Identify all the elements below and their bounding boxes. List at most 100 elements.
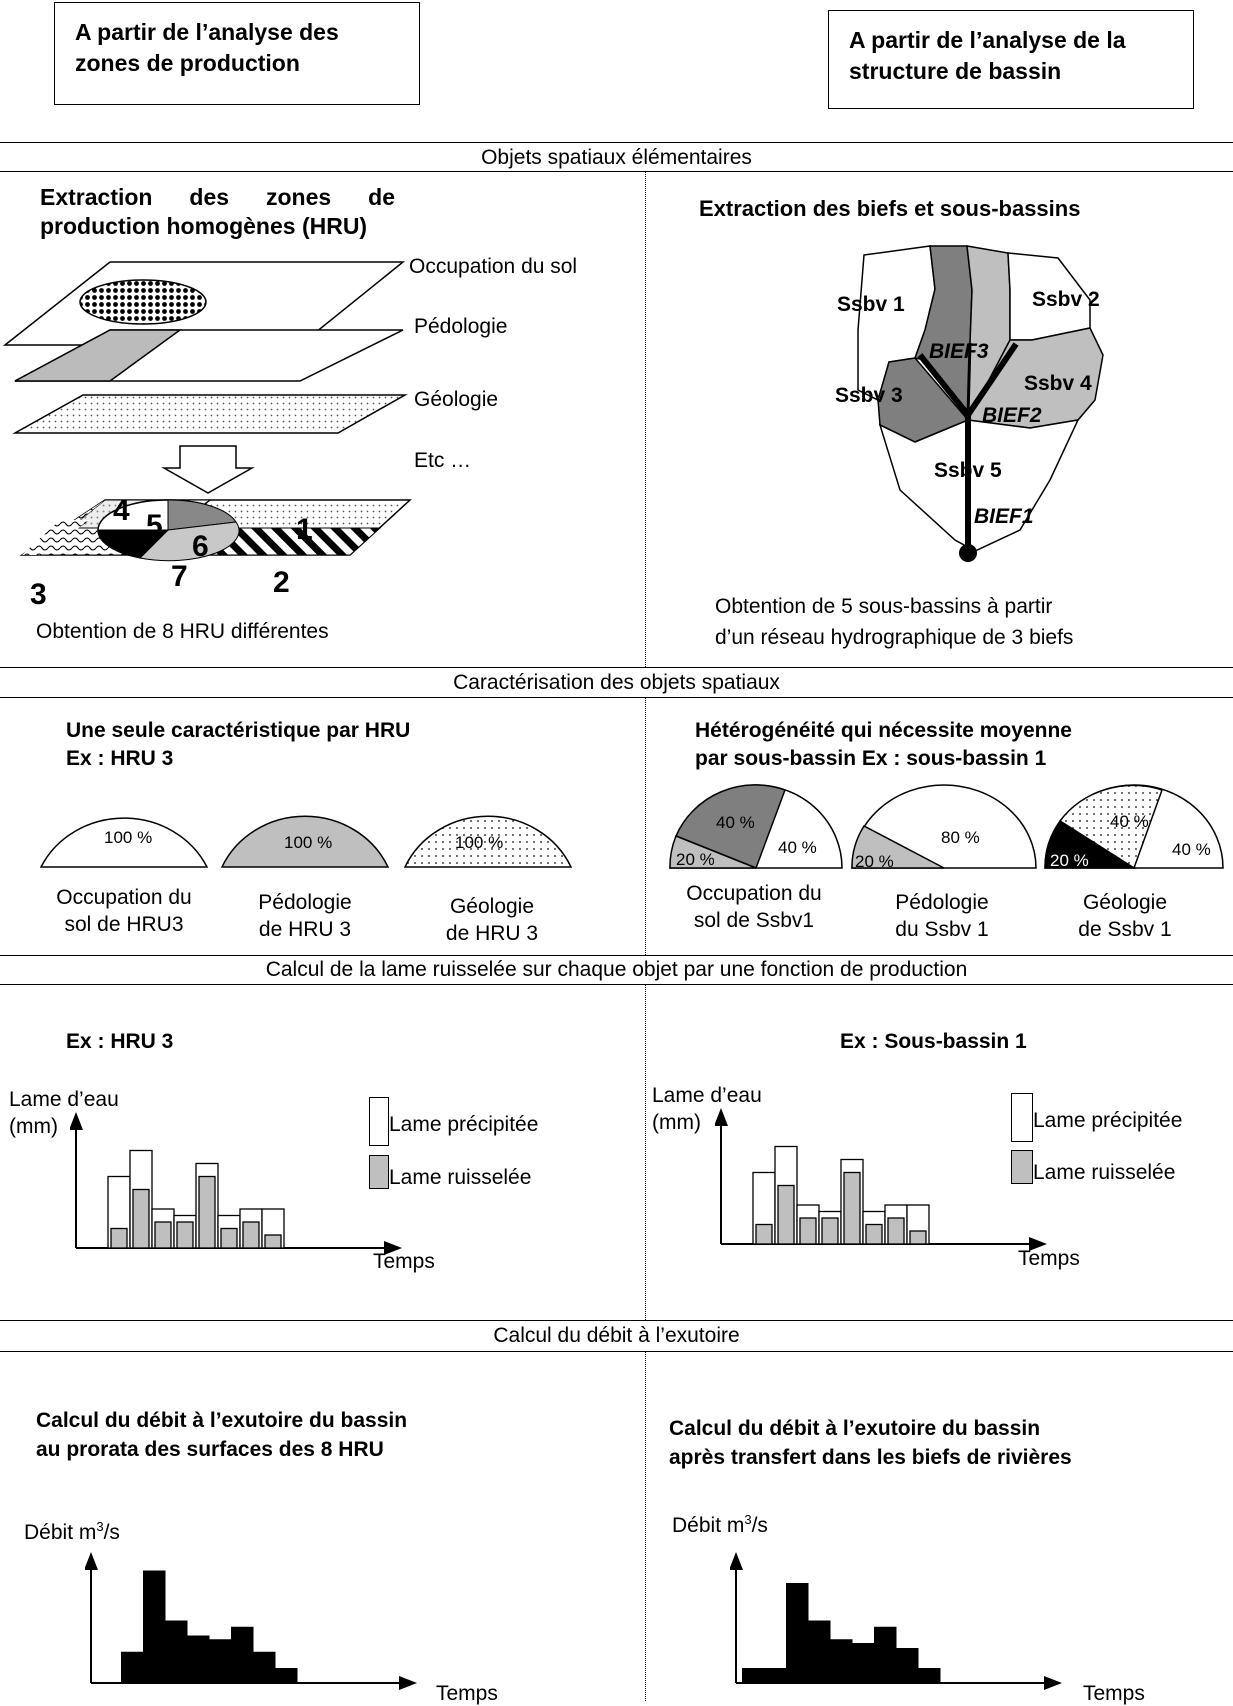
bar-ruisselee [132, 1188, 150, 1249]
bar-ruisselee [843, 1171, 861, 1245]
column-separator [645, 172, 646, 667]
bar-ruisselee [220, 1227, 238, 1249]
ssbv-label: Ssbv 5 [934, 459, 1002, 482]
bar-debit [121, 1651, 144, 1683]
hru-title-line1: Extraction des zones de [40, 184, 395, 210]
lame-right-ylabel: Lame d’eau (mm) [652, 1082, 762, 1136]
ssbv5-region [878, 419, 1080, 552]
bar-debit [786, 1583, 809, 1683]
carac-bassin-title: Hétérogénéité qui nécessite moyenne par … [695, 717, 1072, 773]
ylabel-unit: /s [103, 1521, 120, 1544]
pie-value: 80 % [941, 828, 980, 847]
pie-label-line: Occupation du [686, 882, 822, 905]
carac-bassin-title-line2: par sous-bassin Ex : sous-bassin 1 [695, 747, 1047, 770]
pie-label-line: du Ssbv 1 [895, 918, 989, 941]
header-left-text: A partir de l’analyse des zones de produ… [75, 19, 339, 76]
pie-label: Géologie de Ssbv 1 [1050, 889, 1200, 943]
pie-value: 20 % [676, 850, 715, 869]
pie-geologie-hru3 [403, 815, 573, 868]
hru-number: 7 [171, 560, 188, 593]
bar-debit [275, 1668, 298, 1683]
bar-debit [896, 1648, 919, 1683]
hru-number: 1 [296, 513, 313, 546]
section-divider [0, 142, 1233, 143]
ssbv-label: Ssbv 2 [1032, 288, 1100, 311]
debit-left-xlabel: Temps [436, 1682, 498, 1705]
hru-number: 3 [30, 578, 47, 611]
bar-ruisselee [110, 1227, 128, 1249]
bar-ruisselee [887, 1217, 905, 1245]
column-separator [645, 1352, 646, 1701]
bassin-title: Extraction des biefs et sous-bassins [699, 196, 1081, 221]
bar-ruisselee [865, 1223, 883, 1245]
header-right-text: A partir de l’analyse de la structure de… [849, 27, 1126, 84]
y-axis-arrow-icon [85, 1552, 98, 1570]
layer-geologie [12, 394, 408, 434]
y-axis-arrow-icon [730, 1552, 743, 1570]
lame-left-title: Ex : HRU 3 [66, 1030, 174, 1053]
bar-ruisselee [154, 1221, 172, 1249]
bar-debit [918, 1668, 941, 1683]
section-title-calcul-debit: Calcul du débit à l’exutoire [493, 1324, 740, 1347]
pie-label: Occupation du sol de Ssbv1 [654, 880, 854, 934]
bief-label: BIEF2 [982, 404, 1042, 427]
ylabel-unit: /s [751, 1514, 768, 1537]
bar-debit [764, 1668, 787, 1683]
ylabel-text: Débit m [24, 1521, 97, 1544]
pie-label-line: Occupation du [56, 886, 192, 909]
carac-hru-title: Une seule caractéristique par HRU Ex : H… [66, 717, 410, 773]
section-divider [0, 984, 1233, 985]
ssbv-label: Ssbv 3 [835, 384, 903, 407]
bar-ruisselee [821, 1217, 839, 1245]
pie-pedologie-ssbv1 [851, 784, 1037, 869]
x-axis-arrow-icon [399, 1676, 417, 1690]
hru-title-line2: production homogènes (HRU) [40, 213, 368, 239]
pie-value: 100 % [455, 833, 504, 852]
lame-chart-right [715, 1108, 1047, 1251]
header-left-box: A partir de l’analyse des zones de produ… [54, 2, 420, 105]
pie-occupation-ssbv1 [669, 784, 843, 869]
section-divider [0, 171, 1233, 172]
hru-number: 2 [273, 566, 290, 599]
pie-value: 40 % [778, 838, 817, 857]
ylabel-text: Débit m [672, 1514, 745, 1537]
bassin-caption-line2: d’un réseau hydrographique de 3 biefs [715, 626, 1074, 649]
bar-debit [187, 1635, 210, 1683]
pie-geologie-ssbv1 [1044, 784, 1224, 870]
outlet-icon [959, 544, 977, 562]
carac-hru-title-line1: Une seule caractéristique par HRU [66, 719, 411, 742]
bar-ruisselee [909, 1230, 927, 1245]
ssbv-label: Ssbv 1 [837, 293, 905, 316]
pie-value: 40 % [716, 813, 755, 832]
section-divider [0, 1351, 1233, 1352]
bief-label: BIEF1 [974, 505, 1034, 528]
pie-value: 100 % [284, 833, 333, 852]
legend-precip-swatch [1011, 1093, 1033, 1142]
bassin-caption-line1: Obtention de 5 sous-bassins à partir [715, 595, 1053, 618]
bar-ruisselee [799, 1217, 817, 1245]
hru-ellipse [97, 499, 240, 562]
hru-pies [39, 815, 573, 868]
debit-title-line: Calcul du débit à l’exutoire du bassin [36, 1409, 408, 1432]
bar-debit [209, 1639, 232, 1683]
bar-debit [742, 1668, 765, 1683]
bar-ruisselee [242, 1221, 260, 1249]
x-axis-arrow-icon [384, 1241, 402, 1255]
debit-left-title: Calcul du débit à l’exutoire du bassin a… [36, 1406, 407, 1464]
bar-debit [852, 1643, 875, 1683]
lame-right-xlabel: Temps [1018, 1247, 1080, 1270]
section-divider [0, 697, 1233, 698]
pie-label-line: Géologie [449, 895, 535, 918]
bar-debit [231, 1626, 254, 1683]
legend-precip-label: Lame précipitée [1033, 1109, 1183, 1132]
debit-right-xlabel: Temps [1083, 1682, 1145, 1705]
pie-label: Pédologie du Ssbv 1 [862, 889, 1022, 943]
ylabel-line: Lame d’eau [652, 1084, 762, 1107]
legend-ruiss-swatch [1011, 1150, 1033, 1184]
debit-right-title: Calcul du débit à l’exutoire du bassin a… [669, 1414, 1072, 1472]
pie-value: 40 % [1172, 840, 1211, 859]
pie-label-line: de HRU 3 [445, 922, 539, 945]
x-axis-arrow-icon [1029, 1237, 1047, 1251]
ylabel-line: Lame d’eau [9, 1088, 119, 1111]
pie-label-line: Pédologie [258, 891, 352, 914]
